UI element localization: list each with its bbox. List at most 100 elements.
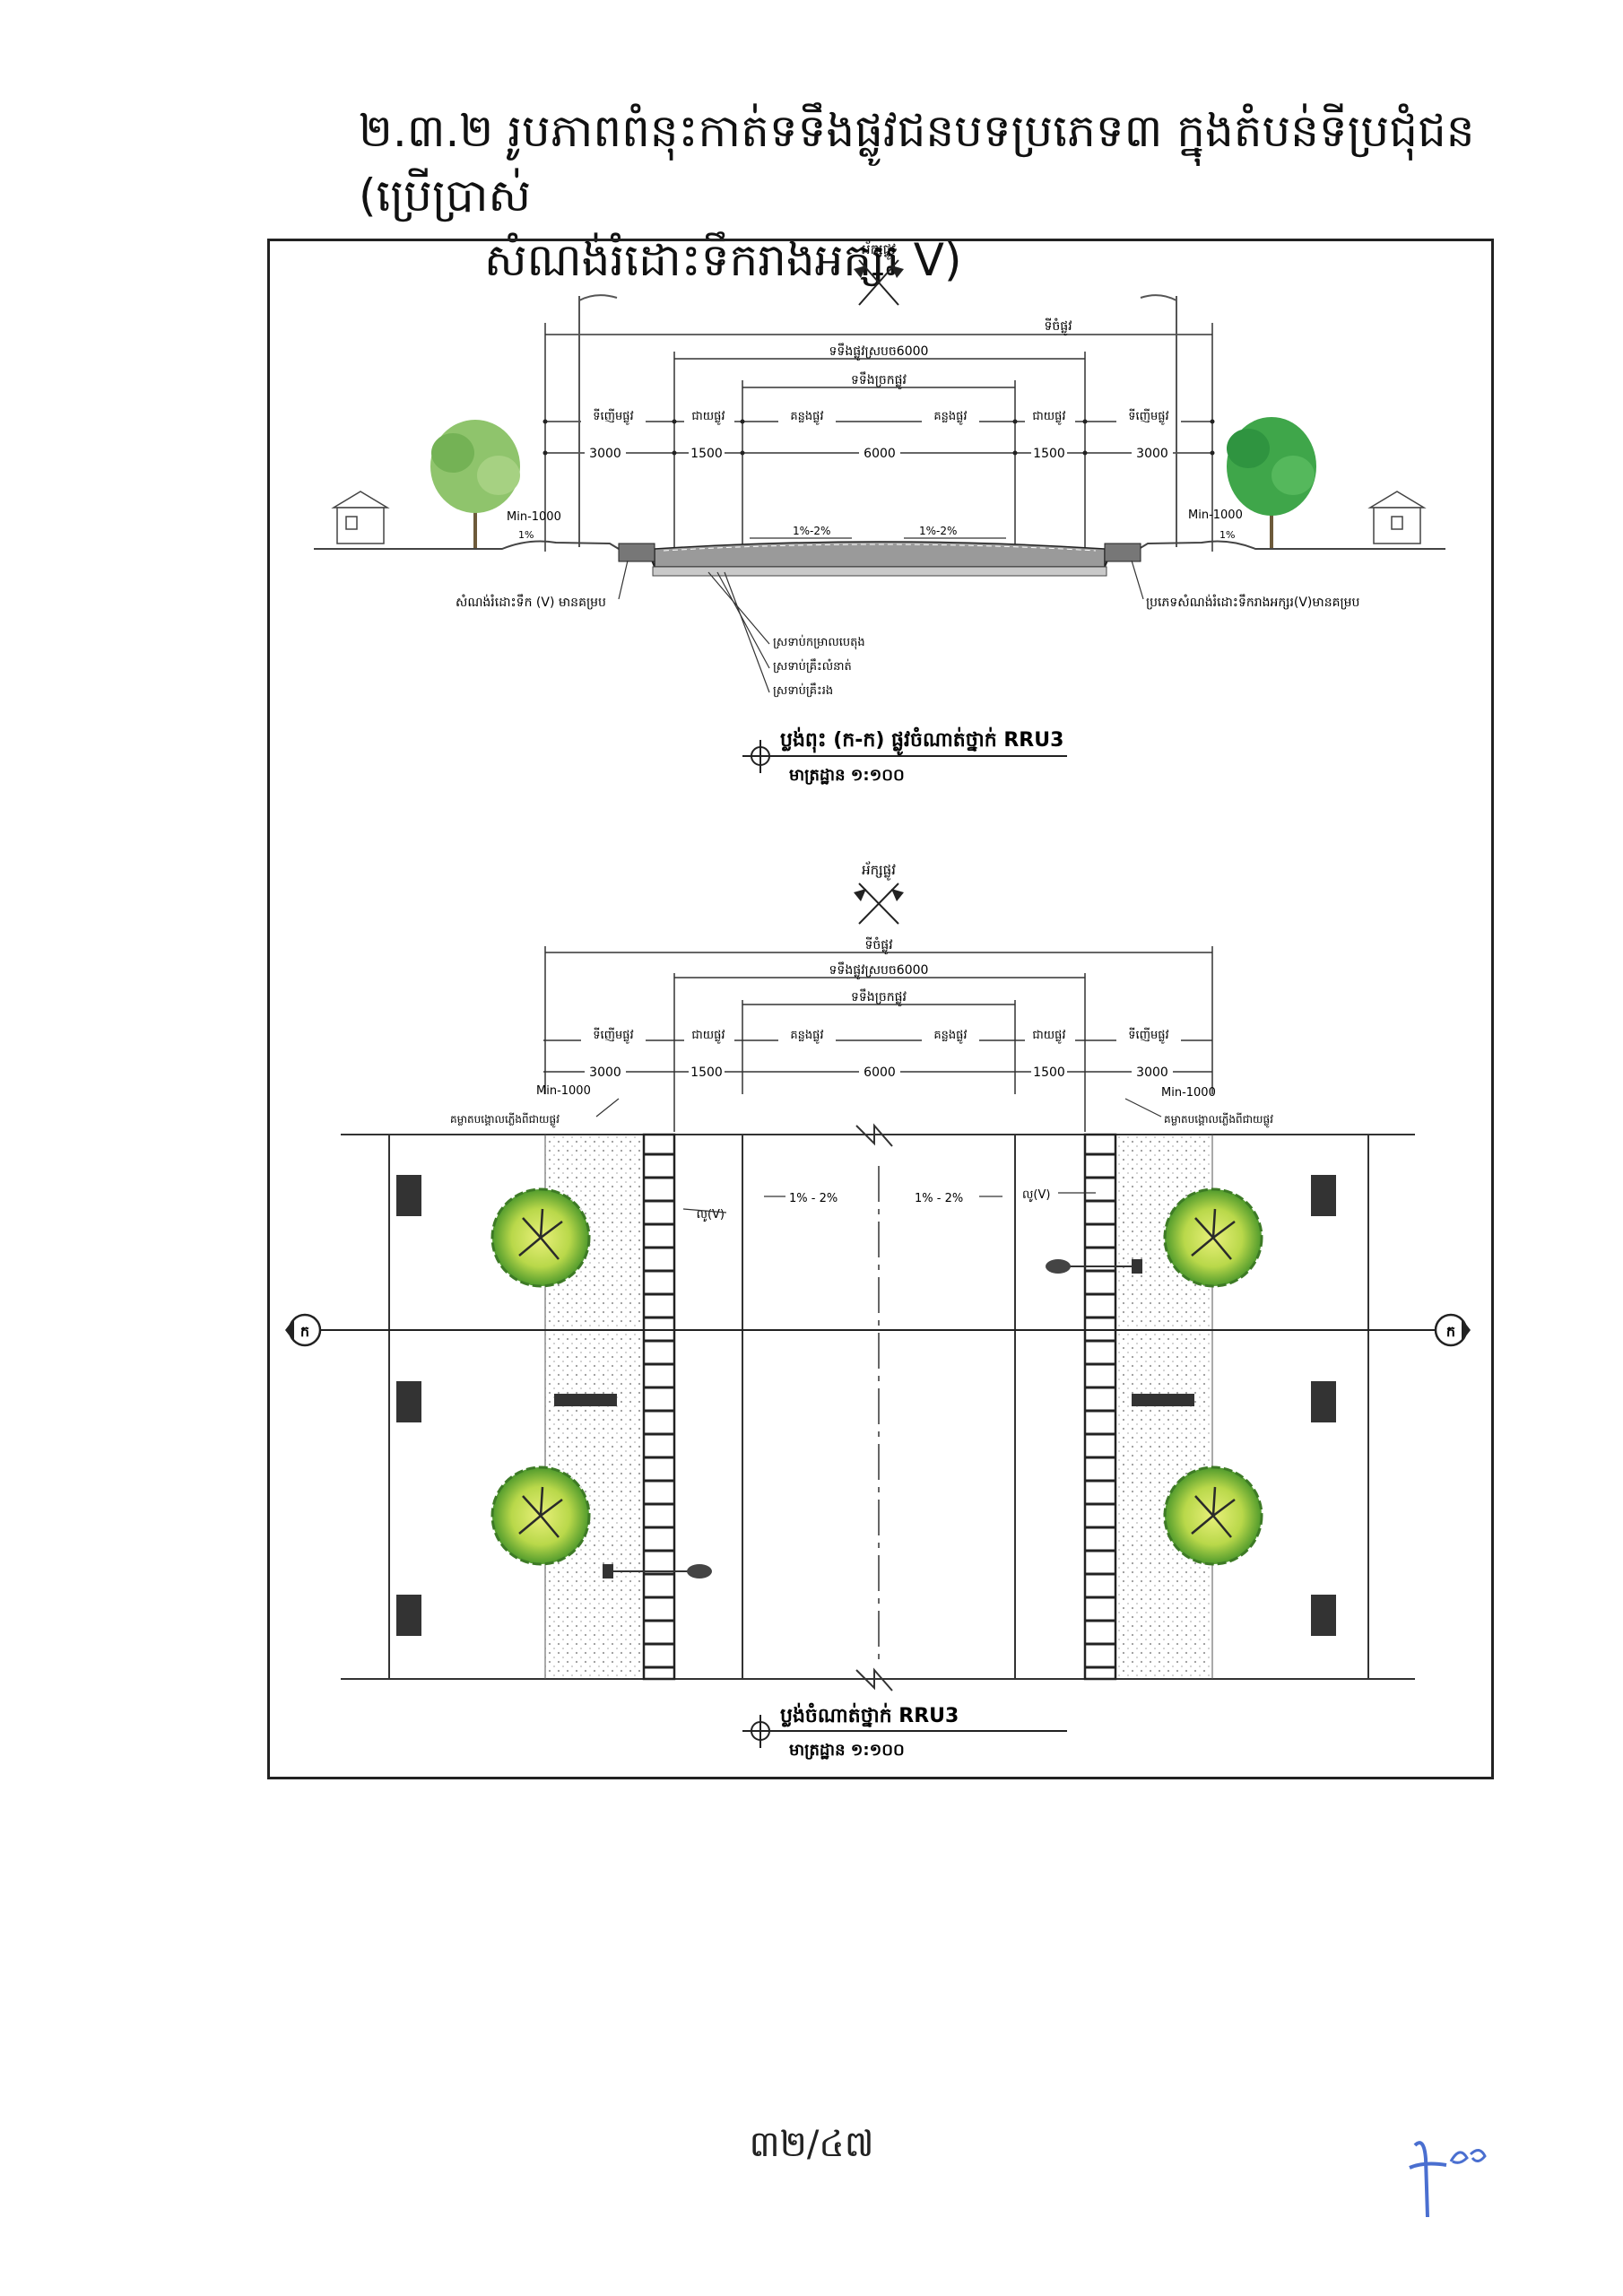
drain-plan-right bbox=[1083, 1133, 1117, 1681]
drain-leaders bbox=[618, 560, 1144, 693]
slope-left-small: 1% bbox=[518, 529, 534, 541]
tree-plan bbox=[490, 1465, 591, 1566]
plan-sidewalk-label-left: ទីញើមផ្លូវ bbox=[593, 1027, 633, 1044]
plan-lane-label-right: គន្លងផ្លូវ bbox=[933, 1029, 967, 1044]
plan-min-right: Min-1000 bbox=[1161, 1086, 1216, 1100]
plan-segment-dimensions: 3000 1500 6000 1500 3000 bbox=[585, 1064, 1173, 1080]
street-lamp-right bbox=[1046, 1259, 1142, 1274]
heading-line-1: រូបភាពពំនុះកាត់ទទឹងផ្លូវជនបទប្រភេទ៣ ក្នុ… bbox=[359, 105, 1475, 222]
plan-dim-sidewalk-right: 3000 bbox=[1136, 1065, 1168, 1080]
tree-elevation-left bbox=[430, 420, 520, 549]
section-scale: មាត្រដ្ឋាន ១:១០០ bbox=[789, 766, 905, 785]
drain-right-text: លូ(V) bbox=[1022, 1188, 1050, 1203]
plan-total-width-label: ទីចំផ្លូវ bbox=[864, 936, 893, 955]
plan-axis-label: អ័ក្សផ្លូវ bbox=[862, 861, 896, 881]
shoulder-label-right: ជាយផ្លូវ bbox=[1032, 410, 1065, 425]
light-poles bbox=[578, 294, 1177, 547]
plan-boundaries bbox=[341, 1123, 1415, 1692]
plan-shoulder-label-left: ជាយផ្លូវ bbox=[691, 1029, 725, 1044]
drain-left-label: សំណង់រំដោះទឹក (V) មានគម្រប bbox=[456, 594, 606, 610]
carriageway-label: ទទឹងច្រកផ្លូវ bbox=[851, 371, 907, 390]
layer-2-label: ស្រទាប់គ្រឹះលំនាត់ bbox=[773, 658, 852, 674]
tree-plan bbox=[1163, 1187, 1263, 1288]
plan-paved-width-label: ទទឹងផ្លូវស្របច6000 bbox=[829, 961, 929, 980]
dim-sidewalk-right: 3000 bbox=[1136, 447, 1168, 461]
slope-right-small: 1% bbox=[1219, 529, 1235, 541]
building-block bbox=[396, 1175, 421, 1216]
min-right: Min-1000 bbox=[1188, 509, 1243, 522]
paved-width-label: ទទឹងផ្លូវស្របច6000 bbox=[829, 343, 929, 361]
plan-shoulder-label-right: ជាយផ្លូវ bbox=[1032, 1029, 1065, 1044]
section-cut-line bbox=[285, 1313, 1471, 1347]
bench-left bbox=[554, 1394, 617, 1406]
slope-annotations: Min-1000 1% Min-1000 1% 1%-2% 1%-2% bbox=[507, 509, 1243, 541]
building-block bbox=[1311, 1381, 1336, 1422]
lane-label-left: គន្លងផ្លូវ bbox=[790, 410, 823, 425]
building-block bbox=[1311, 1175, 1336, 1216]
drain-left-leader bbox=[682, 1208, 727, 1213]
tree-plan bbox=[490, 1187, 591, 1288]
slope-lane-left: 1%-2% bbox=[793, 525, 830, 537]
building-block bbox=[396, 1595, 421, 1636]
plan-lane-label-left: គន្លងផ្លូវ bbox=[790, 1029, 823, 1044]
plan-slope-left: 1% - 2% bbox=[789, 1192, 838, 1205]
section-title-block bbox=[742, 740, 1067, 773]
total-width-label: ទីចំផ្លូវ bbox=[1044, 317, 1072, 336]
plan-slope-right: 1% - 2% bbox=[915, 1192, 963, 1205]
sidewalk-label-left: ទីញើមផ្លូវ bbox=[593, 408, 633, 425]
edge-right-leader bbox=[1124, 1098, 1162, 1118]
dim-shoulder-left: 1500 bbox=[690, 447, 723, 461]
house-left bbox=[331, 491, 390, 544]
plan-scale: មាត្រដ្ឋាន ១:១០០ bbox=[789, 1741, 905, 1760]
plan-sidewalk-label-right: ទីញើមផ្លូវ bbox=[1128, 1027, 1168, 1044]
section-number: ២.៣.២ bbox=[359, 105, 494, 157]
dim-sidewalk-left: 3000 bbox=[589, 447, 621, 461]
edge-left-leader bbox=[595, 1098, 620, 1118]
page-heading: ២.៣.២ រូបភាពពំនុះកាត់ទទឹងផ្លូវជនបទប្រភេទ… bbox=[359, 99, 1524, 292]
shoulder-label-left: ជាយផ្លូវ bbox=[691, 410, 725, 425]
section-title: ប្លង់ពុះ (ក-ក) ផ្លូវចំណាត់ថ្នាក់ RRU3 bbox=[780, 726, 1063, 756]
plan-axis-symbol bbox=[854, 883, 904, 925]
min-left: Min-1000 bbox=[507, 510, 561, 524]
road-axis-symbol bbox=[854, 259, 904, 306]
lane-label-right: គន្លងផ្លូវ bbox=[933, 410, 967, 425]
cross-section-drawing: អ័ក្សផ្លូវ ទីចំផ្លូវ ទទឹងផ្លូវស្របច6000 … bbox=[314, 240, 1445, 785]
building-blocks bbox=[396, 1175, 1336, 1636]
bench-right bbox=[1132, 1394, 1194, 1406]
plan-dim-shoulder-right: 1500 bbox=[1033, 1065, 1065, 1080]
tree-elevation-right bbox=[1227, 417, 1316, 549]
plan-title: ប្លង់ចំណាត់ថ្នាក់ RRU3 bbox=[780, 1702, 959, 1727]
plan-dim-shoulder-left: 1500 bbox=[690, 1065, 723, 1080]
sidewalk-label-right: ទីញើមផ្លូវ bbox=[1128, 408, 1168, 425]
layer-3-label: ស្រទាប់គ្រឹះរង bbox=[773, 683, 833, 698]
section-marker-right: ក bbox=[1446, 1323, 1455, 1340]
street-lamp-left bbox=[603, 1564, 712, 1578]
slope-lane-right: 1%-2% bbox=[919, 525, 957, 537]
dim-carriageway: 6000 bbox=[864, 447, 896, 461]
page-number: ៣២/៤៧ bbox=[749, 2124, 874, 2165]
ground-profile bbox=[314, 540, 1445, 577]
building-block bbox=[1311, 1595, 1336, 1636]
plan-title-block bbox=[742, 1715, 1067, 1748]
edge-right-label: គម្លាតបង្គោលភ្លើងពីជាយផ្លូវ bbox=[1164, 1112, 1273, 1128]
tree-plan bbox=[1163, 1465, 1263, 1566]
building-block bbox=[396, 1381, 421, 1422]
segment-dimensions: 3000 1500 6000 1500 3000 bbox=[585, 445, 1173, 461]
layer-1-label: ស្រទាប់កម្រាលបេតុង bbox=[773, 634, 865, 650]
edge-left-label: គម្លាតបង្គោលភ្លើងពីជាយផ្លូវ bbox=[450, 1112, 560, 1128]
plan-dim-carriageway: 6000 bbox=[864, 1065, 896, 1080]
axis-label: អ័ក្សផ្លូវ bbox=[862, 240, 896, 260]
drawing-frame bbox=[267, 239, 1494, 1779]
house-right bbox=[1367, 491, 1427, 544]
plan-dimension-lines bbox=[543, 946, 1213, 1132]
plan-min-left: Min-1000 bbox=[536, 1084, 591, 1098]
plan-carriageway-label: ទទឹងច្រកផ្លូវ bbox=[851, 988, 907, 1007]
dim-shoulder-right: 1500 bbox=[1033, 447, 1065, 461]
drain-plan-left bbox=[642, 1133, 676, 1681]
dimension-ticks bbox=[542, 419, 1215, 456]
drain-right-label: ប្រភេទសំណង់រំដោះទឹករាងអក្សរ(V)មានគម្រប bbox=[1146, 594, 1360, 610]
section-marker-left: ក bbox=[300, 1323, 309, 1340]
segment-labels: ទីញើមផ្លូវ ជាយផ្លូវ គន្លងផ្លូវ គន្លងផ្លូ… bbox=[581, 408, 1181, 425]
plan-dim-sidewalk-left: 3000 bbox=[589, 1065, 621, 1080]
